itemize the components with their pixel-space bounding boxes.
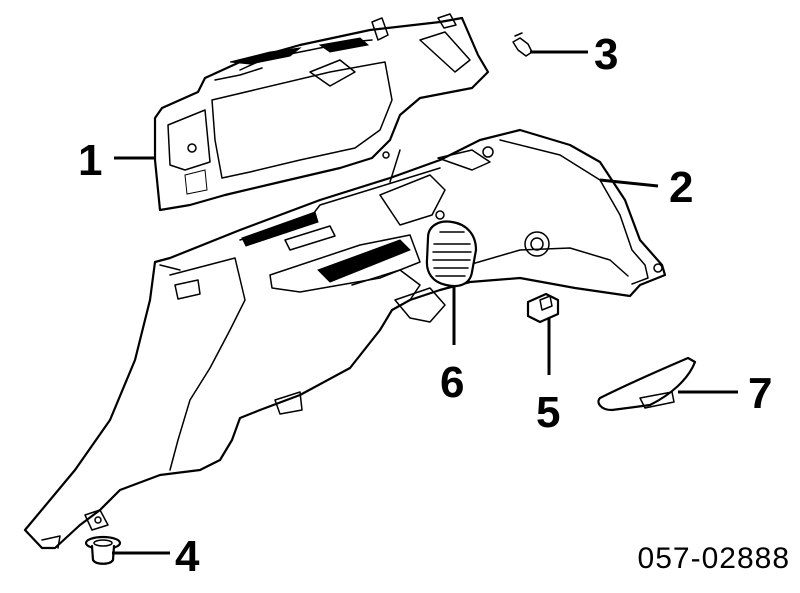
part-3-clip — [512, 32, 533, 57]
callout-2: 2 — [669, 163, 693, 212]
part-2-lower-trim-panel — [23, 128, 667, 550]
callout-6: 6 — [440, 358, 464, 407]
part-7-wedge-trim — [597, 356, 697, 412]
callout-4: 4 — [175, 532, 200, 581]
leader-line-2 — [599, 178, 659, 188]
part-5-retainer — [526, 292, 560, 324]
callout-1: 1 — [78, 136, 102, 185]
part-4-grommet — [84, 535, 122, 565]
part-6-grille-insert — [425, 220, 478, 288]
callout-5: 5 — [536, 388, 560, 437]
diagram-code: 057-02888 — [638, 542, 790, 575]
callout-7: 7 — [748, 369, 772, 418]
part-1-upper-trim-panel — [153, 13, 490, 212]
callout-3: 3 — [594, 30, 618, 79]
